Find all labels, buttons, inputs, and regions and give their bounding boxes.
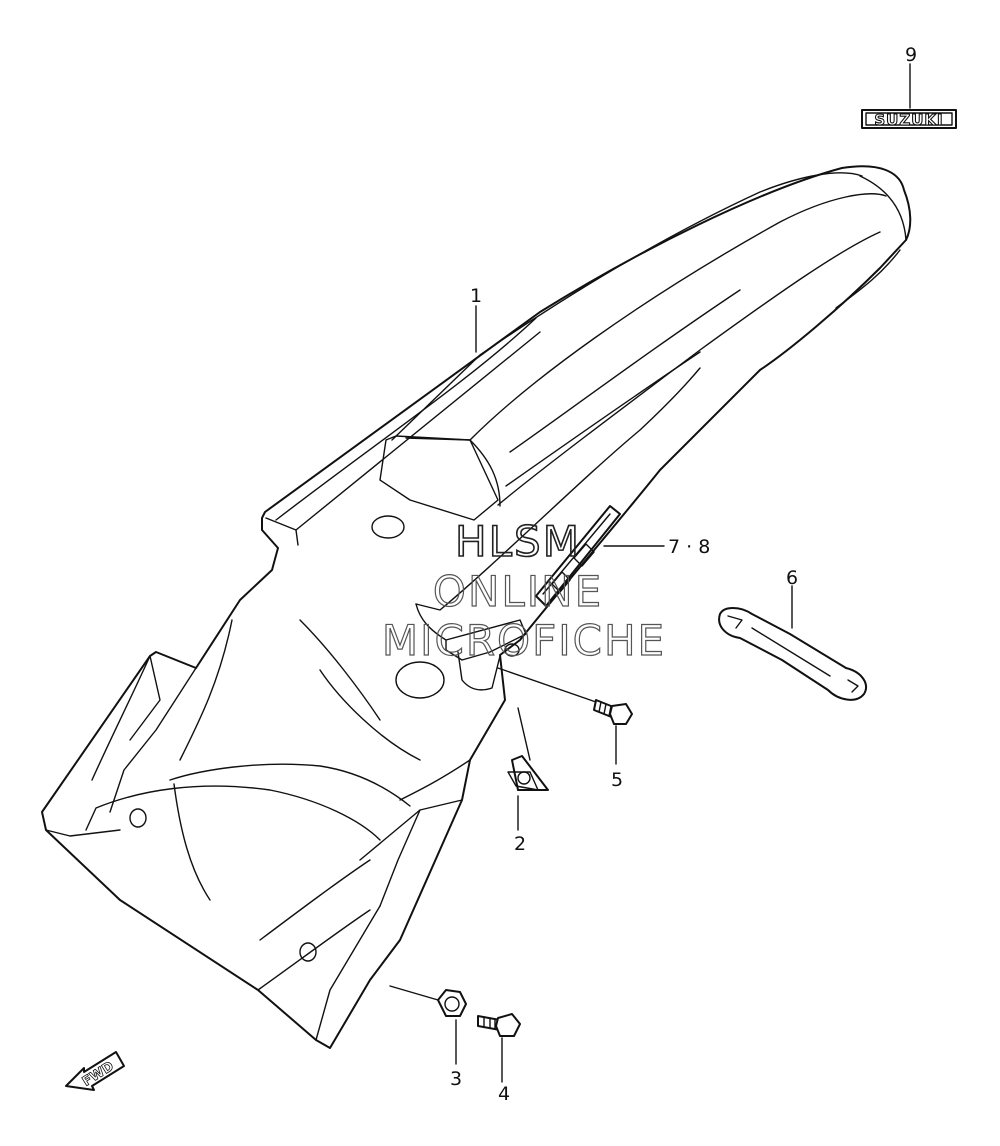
callout-2: 2 (514, 833, 526, 855)
suzuki-logo-decal-part[interactable]: SUZUKI (861, 109, 957, 130)
watermark-line-3: MICROFICHE (382, 616, 666, 665)
watermark-line-2: ONLINE (433, 567, 603, 616)
nut-part[interactable] (437, 989, 467, 1017)
spoke-wrench-part[interactable] (718, 607, 867, 701)
callout-3: 3 (450, 1068, 462, 1090)
watermark-line-1: HLSM (455, 517, 581, 566)
callout-4: 4 (498, 1083, 510, 1105)
clip-nut-part[interactable] (507, 707, 549, 791)
flange-bolt-upper-part[interactable] (593, 699, 633, 725)
callout-5: 5 (611, 769, 623, 791)
flange-bolt-lower-part[interactable] (477, 1013, 521, 1037)
suzuki-logo-text: SUZUKI (874, 111, 943, 129)
rear-fender-part[interactable] (41, 165, 912, 1049)
watermark: HLSM ONLINE MICROFICHE (381, 516, 666, 665)
callout-7-8: 7 · 8 (668, 536, 710, 558)
callout-9: 9 (905, 44, 917, 66)
callout-1: 1 (470, 285, 482, 307)
fwd-direction-arrow: FWD (65, 1051, 125, 1091)
callout-6: 6 (786, 567, 798, 589)
emblem-decal-part[interactable] (535, 505, 621, 607)
leader-lines (389, 63, 911, 1083)
